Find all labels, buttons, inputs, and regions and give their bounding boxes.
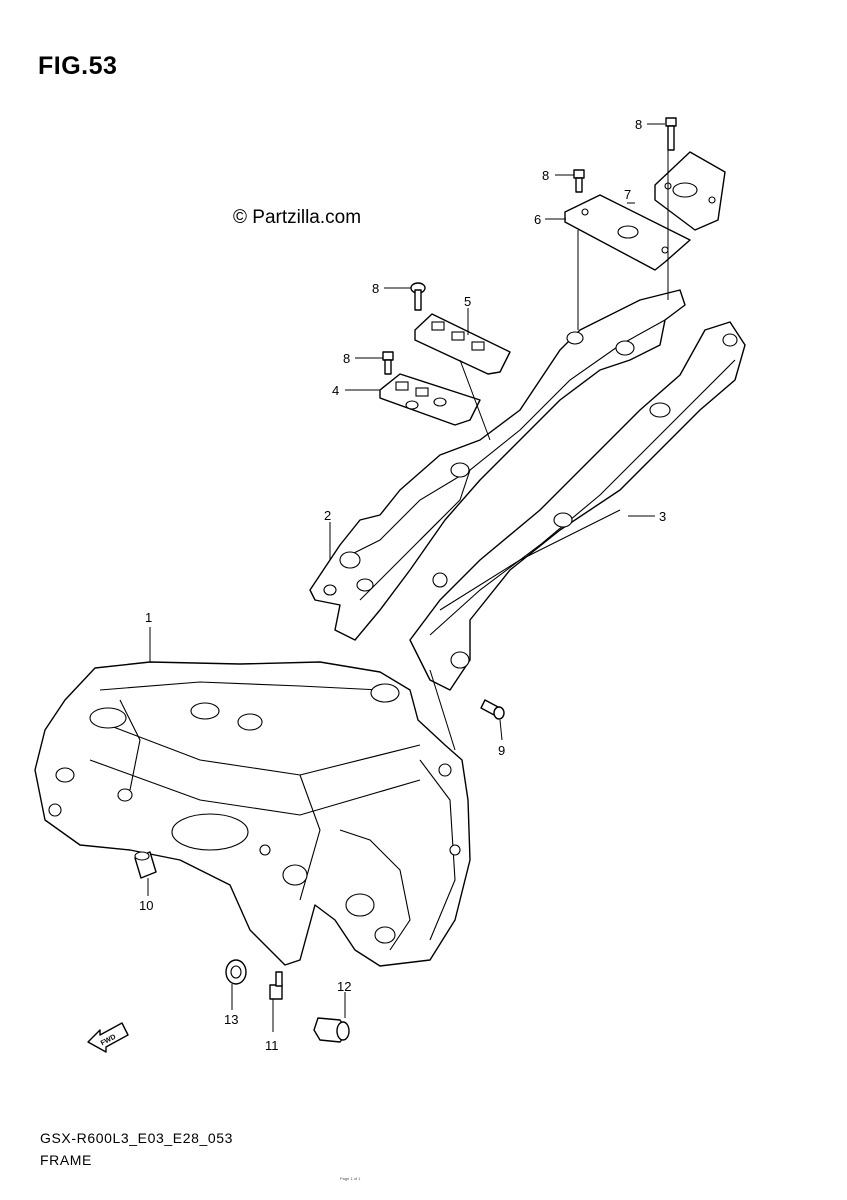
bracket-plate-4-part[interactable]	[379, 373, 481, 426]
callout-1: 1	[145, 610, 152, 625]
callout-11: 11	[265, 1038, 279, 1053]
bracket-plate-5-part[interactable]	[414, 313, 511, 375]
callout-5: 5	[464, 294, 471, 309]
bolt-8-middle[interactable]	[410, 282, 426, 311]
bolt-8-lower[interactable]	[382, 351, 394, 375]
bolt-12-part[interactable]	[313, 1017, 350, 1043]
leader-lines	[147, 123, 669, 1032]
callout-9: 9	[498, 743, 505, 758]
callout-4: 4	[332, 383, 339, 398]
callout-12: 12	[337, 979, 351, 994]
drawing-code: GSX-R600L3_E03_E28_053	[40, 1130, 234, 1146]
callout-8-lower: 8	[343, 351, 350, 366]
figure-title: FIG.53	[38, 52, 118, 80]
callout-13: 13	[224, 1012, 238, 1027]
callout-labels: 1 2 3 4 5 6 7 8 8 8 8 9 10 11 12 13	[139, 117, 666, 1053]
bracket-7-part[interactable]	[654, 151, 726, 231]
front-direction-arrow-icon: FWD	[87, 1022, 129, 1053]
callout-2: 2	[324, 508, 331, 523]
callout-8-top: 8	[635, 117, 642, 132]
grommet-13-part[interactable]	[225, 959, 247, 985]
callout-8-middle: 8	[372, 281, 379, 296]
callout-8-upper: 8	[542, 168, 549, 183]
main-frame-part[interactable]	[34, 661, 471, 967]
bolt-9-part[interactable]	[480, 699, 505, 720]
collar-10-part[interactable]	[134, 851, 157, 879]
seat-rail-right-part[interactable]	[409, 321, 746, 691]
callout-7: 7	[624, 187, 631, 202]
bolt-8-top[interactable]	[665, 117, 677, 151]
bolt-8-upper[interactable]	[573, 169, 585, 193]
plate-6-part[interactable]	[564, 194, 691, 271]
fine-print: Page 1 of 1	[340, 1176, 361, 1181]
callout-10: 10	[139, 898, 153, 913]
bolt-11-part[interactable]	[269, 971, 283, 1000]
group-name: FRAME	[40, 1152, 92, 1168]
callout-3: 3	[659, 509, 666, 524]
seat-rail-left-part[interactable]	[309, 289, 686, 641]
callout-6: 6	[534, 212, 541, 227]
copyright-notice: © Partzilla.com	[233, 207, 362, 228]
